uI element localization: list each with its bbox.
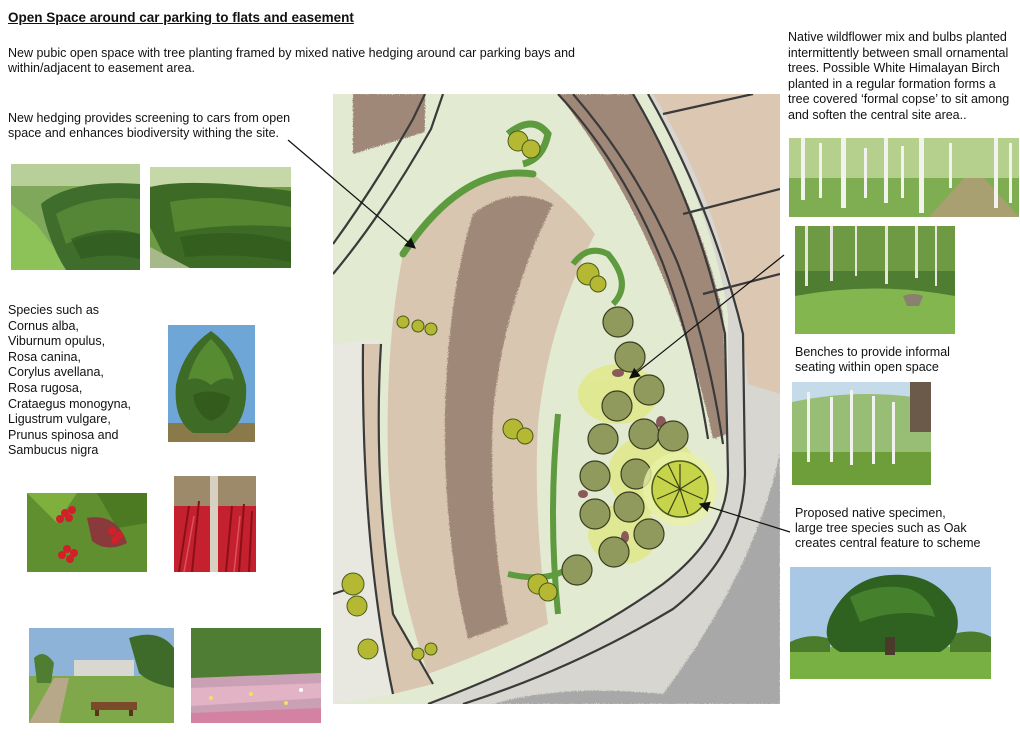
hedge-photo-2 [150, 167, 291, 268]
benches-note-line-2: seating within open space [795, 360, 939, 374]
hedge-east [570, 247, 625, 307]
birch-grove-photo [792, 382, 931, 485]
hazel-shrub-photo [168, 325, 255, 442]
wildflower-note-line: trees. Possible White Himalayan Birch [788, 61, 1000, 76]
species-line: Corylus avellana, [8, 365, 104, 380]
benches-note: Benches to provide informal seating with… [795, 345, 950, 375]
birch-copse-photo [789, 138, 1019, 217]
wildflower-note-line: intermittently between small ornamental [788, 45, 1009, 60]
species-line: Ligustrum vulgare, [8, 412, 111, 427]
wildflower-note-line: tree covered ‘formal copse’ to sit among [788, 92, 1010, 107]
parking-block-top-left [353, 94, 425, 154]
hedge-top [505, 120, 552, 168]
parking-bays-central [444, 196, 553, 639]
species-line: Crataegus monogyna, [8, 396, 131, 411]
benches-note-line-1: Benches to provide informal [795, 345, 950, 359]
page-title: Open Space around car parking to flats a… [8, 10, 354, 25]
species-list: Species such as Cornus alba, Viburnum op… [8, 303, 131, 459]
hedging-note-line-2: space and enhances biodiversity withing … [8, 126, 279, 140]
intro-line-2: within/adjacent to easement area. [8, 61, 195, 75]
wildflower-meadow-photo [191, 628, 321, 723]
specimen-note-line: large tree species such as Oak [795, 521, 967, 535]
species-line: Species such as [8, 303, 100, 317]
park-bench-photo [29, 628, 174, 723]
species-line: Cornus alba, [8, 318, 79, 333]
intro-text: New pubic open space with tree planting … [8, 46, 575, 76]
specimen-note: Proposed native specimen, large tree spe… [795, 506, 981, 551]
species-line: Rosa canina, [8, 349, 81, 364]
species-line: Prunus spinosa and [8, 427, 119, 442]
hedge-north [399, 169, 537, 258]
species-line: Viburnum opulus, [8, 334, 106, 349]
wildflower-note-line: Native wildflower mix and bulbs planted [788, 30, 1007, 44]
species-line: Sambucus nigra [8, 443, 99, 458]
hedging-note: New hedging provides screening to cars f… [8, 111, 290, 141]
oak-tree-photo [790, 567, 991, 679]
wildflower-note-line: and soften the central site area.. [788, 107, 967, 122]
specimen-note-line: Proposed native specimen, [795, 506, 946, 520]
red-dogwood-photo [174, 476, 256, 572]
specimen-note-line: creates central feature to scheme [795, 536, 981, 550]
paving-left [362, 344, 433, 694]
hedging-note-line-1: New hedging provides screening to cars f… [8, 111, 291, 125]
intro-line-1: New pubic open space with tree planting … [8, 46, 576, 60]
road-surface [493, 454, 780, 704]
site-plan [333, 94, 780, 704]
wildflower-note: Native wildflower mix and bulbs planted … [788, 30, 1009, 124]
hedge-photo-1 [11, 164, 140, 270]
viburnum-berries-photo [27, 493, 147, 572]
wildflower-note-line: planted in a regular formation forms a [788, 76, 996, 91]
woodland-seat-photo [795, 226, 955, 334]
species-line: Rosa rugosa, [8, 380, 83, 395]
